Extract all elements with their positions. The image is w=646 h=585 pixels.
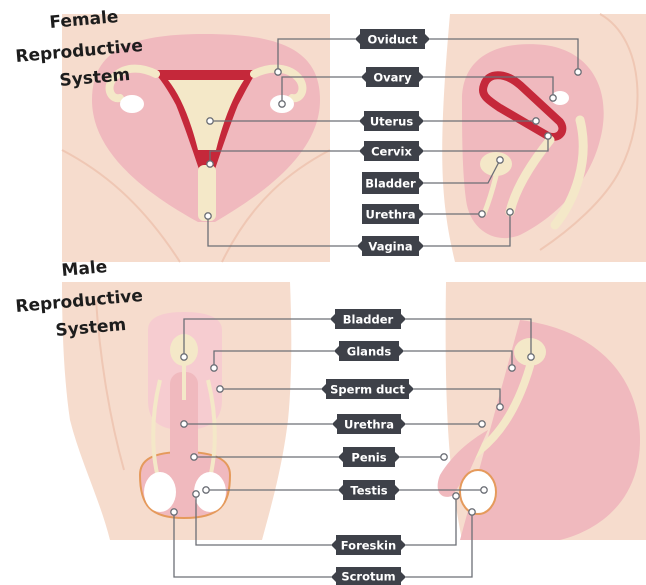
dot-vagina-side	[507, 209, 513, 215]
label-urethra-female-text: Urethra	[366, 208, 416, 222]
label-sperm-duct: Sperm duct	[321, 379, 414, 399]
label-glands-text: Glands	[347, 345, 392, 359]
dot-cervix-front	[207, 161, 213, 167]
dot-bladder-male-side	[528, 354, 534, 360]
label-cervix-text: Cervix	[371, 145, 412, 159]
label-urethra-male-text: Urethra	[344, 418, 394, 432]
label-ovary-text: Ovary	[373, 71, 412, 85]
label-scrotum-text: Scrotum	[341, 570, 395, 584]
dot-foreskin-front	[193, 491, 199, 497]
dot-scrotum-front	[171, 509, 177, 515]
dot-urethra-male-side	[479, 421, 485, 427]
dot-foreskin-side	[453, 493, 459, 499]
label-bladder-male: Bladder	[330, 309, 406, 329]
dot-scrotum-side	[469, 509, 475, 515]
label-vagina: Vagina	[357, 236, 424, 256]
dot-uterus-side	[533, 118, 539, 124]
dot-urethra-side	[479, 211, 485, 217]
male-system-title: Male Reproductive System	[15, 257, 144, 341]
label-foreskin-text: Foreskin	[341, 539, 396, 553]
dot-urethra-male-front	[181, 421, 187, 427]
female-labels: Oviduct Ovary Uterus Cervix Bladder	[355, 29, 430, 256]
dot-penis-front	[191, 454, 197, 460]
label-vagina-text: Vagina	[368, 240, 412, 254]
bladder-side-male	[514, 338, 546, 366]
label-urethra-female: Urethra	[362, 204, 424, 224]
male-side-illustration	[438, 282, 646, 540]
label-foreskin: Foreskin	[331, 535, 406, 555]
label-bladder-female: Bladder	[362, 172, 424, 194]
label-testis-text: Testis	[350, 484, 387, 498]
leader-foreskin-right	[406, 496, 456, 545]
dot-oviduct-side	[575, 69, 581, 75]
dot-vagina-front	[205, 213, 211, 219]
label-bladder-female-text: Bladder	[365, 177, 416, 191]
bladder-side	[480, 152, 512, 176]
label-cervix: Cervix	[359, 141, 424, 161]
female-side-illustration	[442, 14, 646, 262]
label-oviduct: Oviduct	[355, 29, 430, 49]
label-uterus-text: Uterus	[370, 115, 413, 129]
left-ovary-front	[120, 95, 144, 113]
dot-glands-front	[211, 365, 217, 371]
label-penis-text: Penis	[351, 451, 386, 465]
label-testis: Testis	[338, 480, 400, 500]
dot-oviduct-front	[275, 69, 281, 75]
dot-glands-side	[509, 365, 515, 371]
dot-cervix-side	[545, 133, 551, 139]
male-labels: Bladder Glands Sperm duct Urethra Penis	[321, 309, 414, 585]
dot-penis-side	[441, 454, 447, 460]
dot-sperm-duct-side	[497, 404, 503, 410]
label-oviduct-text: Oviduct	[368, 33, 418, 47]
dot-ovary-front	[279, 101, 285, 107]
label-scrotum: Scrotum	[331, 567, 406, 585]
dot-testis-side	[481, 487, 487, 493]
dot-bladder-side	[497, 157, 503, 163]
testis-front-left	[144, 472, 176, 512]
dot-bladder-male-front	[181, 354, 187, 360]
male-title-line-1: Male	[61, 257, 108, 281]
testis-side	[460, 470, 496, 514]
dot-sperm-duct-front	[217, 386, 223, 392]
dot-ovary-side	[550, 95, 556, 101]
dot-testis-front	[203, 487, 209, 493]
label-bladder-male-text: Bladder	[343, 313, 394, 327]
label-uterus: Uterus	[359, 111, 424, 131]
label-sperm-duct-text: Sperm duct	[330, 383, 405, 397]
dot-uterus-front	[207, 118, 213, 124]
label-glands: Glands	[334, 341, 404, 361]
label-ovary: Ovary	[361, 67, 424, 87]
label-penis: Penis	[338, 447, 400, 467]
label-urethra-male: Urethra	[332, 414, 406, 434]
